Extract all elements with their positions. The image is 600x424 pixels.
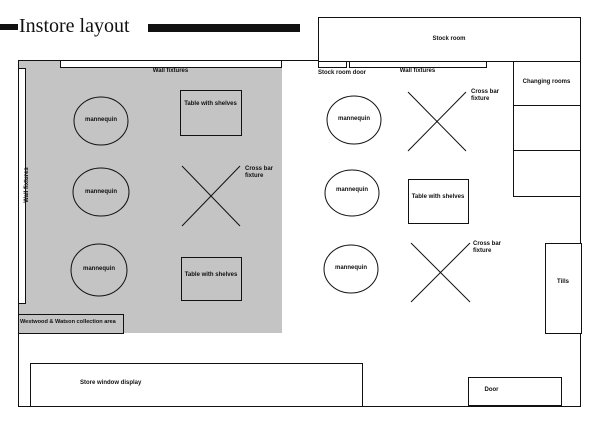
mannequin-right-2	[324, 169, 380, 217]
changing-rooms-label: Changing rooms	[522, 79, 571, 85]
cross-bar-left-label: Cross bar fixture	[245, 166, 274, 179]
store-window-label: Store window display	[80, 380, 142, 386]
cross-bar-right-1-label: Cross bar fixture	[471, 89, 500, 102]
wall-fixtures-top-left-label: Wall fixtures	[152, 68, 189, 74]
table-right-1	[408, 179, 469, 224]
table-right-1-label: Table with shelves	[411, 194, 465, 200]
stock-room-label: Stock room	[432, 36, 466, 42]
table-left-1-label: Table with shelves	[184, 101, 237, 107]
stock-room-door-label: Stock room door	[318, 70, 367, 76]
changing-room-3	[513, 150, 581, 197]
wall-fixtures-top-left	[60, 60, 282, 68]
mannequin-left-1	[73, 96, 129, 146]
table-left-2	[181, 257, 242, 301]
tills	[545, 243, 582, 334]
cross-bar-right-2	[410, 242, 471, 303]
cross-bar-right-2-label: Cross bar fixture	[473, 241, 502, 254]
mannequin-right-2-label: mannequin	[335, 187, 368, 193]
mannequin-left-1-label: mannequin	[84, 117, 117, 123]
mannequin-left-3	[70, 243, 128, 297]
mannequin-left-3-label: mannequin	[82, 266, 115, 272]
tills-label: Tills	[557, 279, 569, 285]
door-label: Door	[484, 387, 499, 393]
wall-fixtures-left-label: Wall fixtures	[24, 167, 30, 203]
table-left-1	[180, 90, 242, 136]
mannequin-right-1	[326, 95, 382, 145]
wall-fixtures-top-right-label: Wall fixtures	[399, 68, 436, 74]
changing-room-2	[513, 105, 581, 151]
cross-bar-right-1	[407, 91, 467, 152]
mannequin-right-3	[323, 244, 379, 294]
collection-area-label: Westwood & Watson collection area	[20, 319, 116, 325]
mannequin-right-1-label: mannequin	[337, 116, 370, 122]
stock-room-door	[318, 61, 347, 68]
mannequin-right-3-label: mannequin	[334, 265, 367, 271]
shaded-collection-zone	[18, 60, 282, 333]
cross-bar-left	[181, 165, 241, 227]
door	[468, 377, 562, 406]
wall-fixtures-left	[18, 68, 26, 304]
title-bar-right	[148, 24, 300, 32]
mannequin-left-2	[72, 167, 130, 217]
store-window-display	[30, 363, 363, 407]
title-bar-left	[0, 24, 18, 30]
mannequin-left-2-label: mannequin	[84, 189, 117, 195]
changing-room-1	[513, 61, 581, 106]
wall-fixtures-top-right	[349, 61, 487, 68]
collection-area-box	[18, 314, 124, 334]
table-left-2-label: Table with shelves	[184, 272, 238, 278]
page-title: Instore layout	[19, 15, 130, 37]
